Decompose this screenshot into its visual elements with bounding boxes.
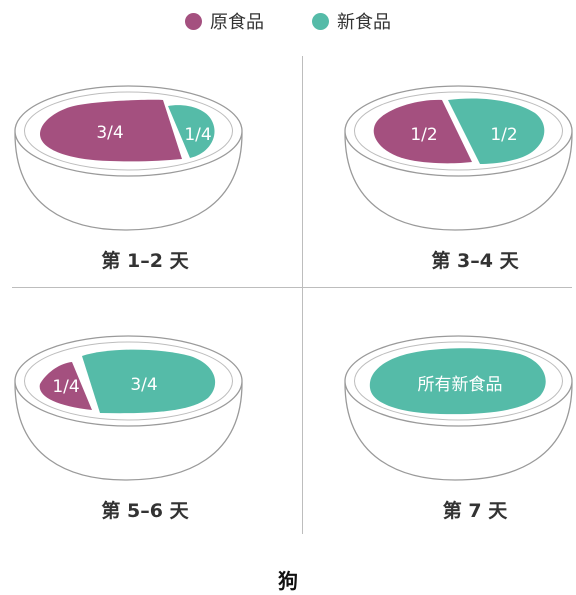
bowl-4-svg: 所有新食品 (344, 335, 573, 481)
bowl-1-old-food-portion (40, 99, 182, 162)
bowl-2-svg: 1/2 1/2 (344, 85, 573, 231)
bowl-1-new-food-label: 1/4 (184, 125, 211, 145)
bowl-4-new-food-portion (369, 348, 546, 415)
new-food-legend-label: 新食品 (337, 12, 391, 33)
legend-item-new-food: 新食品 (312, 8, 391, 34)
bowl-3-old-food-portion (39, 362, 92, 410)
panel-day-7: 所有新食品 第 7 天 (340, 318, 576, 538)
bowl-1-old-food-label: 3/4 (96, 123, 123, 143)
legend-item-old-food: 原食品 (185, 8, 264, 34)
panel-3-caption: 第 5–6 天 (101, 500, 189, 522)
panel-day-5-6: 1/4 3/4 第 5–6 天 (10, 318, 280, 538)
old-food-legend-label: 原食品 (210, 12, 264, 33)
bowl-2-new-food-label: 1/2 (490, 125, 517, 145)
bowl-2-new-food-portion (448, 98, 545, 164)
bowl-3-old-food-label: 1/4 (52, 377, 79, 397)
bowl-3-new-food-label: 3/4 (130, 375, 157, 395)
bowl-3-new-food-portion (82, 349, 216, 414)
bowl-1-svg: 3/4 1/4 (14, 85, 243, 231)
new-food-swatch (312, 12, 329, 30)
panel-day-3-4: 1/2 1/2 第 3–4 天 (340, 68, 576, 288)
species-label: 狗 (278, 569, 298, 593)
panel-1-caption: 第 1–2 天 (101, 250, 189, 272)
vertical-divider (302, 56, 303, 534)
bowl-2-old-food-portion (373, 99, 472, 164)
horizontal-divider (12, 287, 572, 288)
bowl-3-svg: 1/4 3/4 (14, 335, 243, 481)
bowl-1-new-food-portion (168, 105, 215, 158)
bowl-4-all-new-food-label: 所有新食品 (418, 375, 503, 395)
old-food-swatch (185, 12, 202, 30)
bowl-2-old-food-label: 1/2 (410, 125, 437, 145)
panel-2-caption: 第 3–4 天 (431, 250, 519, 272)
panel-day-1-2: 3/4 1/4 第 1–2 天 (10, 68, 280, 288)
panel-4-caption: 第 7 天 (442, 500, 508, 522)
legend: 原食品 新食品 (0, 6, 576, 36)
